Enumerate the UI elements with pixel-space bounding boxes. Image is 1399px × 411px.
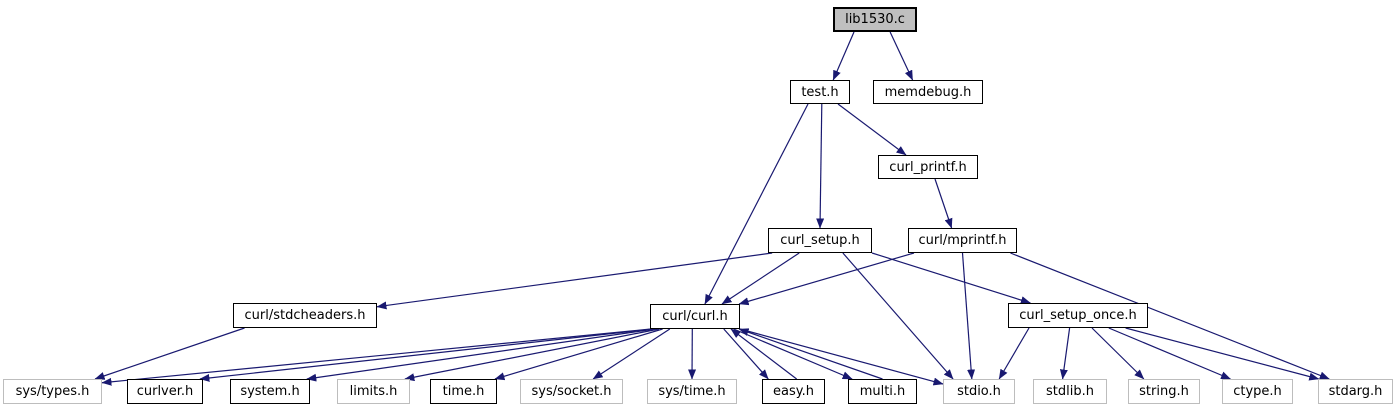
node-sys_time: sys/time.h [647, 379, 737, 404]
edge-easy-curlh [730, 328, 798, 380]
edge-mprintf-stdio [961, 252, 976, 380]
edge-test-curl_setup [816, 103, 825, 229]
edge-curl_setup-setup_once [871, 252, 1031, 304]
edge-setup_once-string [1091, 327, 1145, 380]
node-easy[interactable]: easy.h [762, 379, 825, 404]
node-test[interactable]: test.h [790, 80, 850, 104]
edge-stdcheaders-sys_types [94, 327, 245, 380]
node-system[interactable]: system.h [230, 379, 310, 404]
node-curlh[interactable]: curl/curl.h [650, 304, 740, 329]
edge-curlh-sys_socket [592, 328, 671, 380]
node-curlver[interactable]: curlver.h [127, 379, 203, 404]
edge-curlh-limits [404, 328, 660, 382]
edge-test-curlh [704, 103, 809, 305]
node-sys_socket: sys/socket.h [520, 379, 623, 404]
node-multi[interactable]: multi.h [848, 379, 917, 404]
node-string: string.h [1128, 379, 1200, 404]
edge-curlh-time [494, 328, 663, 381]
edge-curl_setup-curlh [721, 252, 800, 305]
edge-multi-curlh [738, 328, 883, 380]
edge-lib1530-memdebug [889, 31, 914, 81]
node-stdio: stdio.h [943, 379, 1015, 404]
edge-mprintf-stdarg [1010, 252, 1330, 380]
edge-curl_setup-stdio [842, 252, 954, 380]
node-time[interactable]: time.h [430, 379, 497, 404]
edge-curlh-curlver [199, 328, 653, 382]
edge-setup_once-ctype [1108, 327, 1231, 380]
node-mprintf[interactable]: curl/mprintf.h [908, 228, 1017, 253]
node-memdebug[interactable]: memdebug.h [873, 80, 983, 104]
edge-setup_once-stdio [998, 327, 1030, 380]
edge-mprintf-curlh [738, 252, 915, 306]
edge-lib1530-test [832, 31, 855, 81]
node-lib1530: lib1530.c [833, 7, 917, 32]
edge-test-curl_printf [837, 103, 907, 156]
edge-curlh-multi [733, 328, 853, 380]
node-stdarg: stdarg.h [1318, 379, 1393, 404]
edge-curl_printf-mprintf [934, 178, 953, 229]
edge-curl_setup-stdcheaders [376, 252, 773, 310]
node-limits: limits.h [337, 379, 410, 404]
node-curl_setup[interactable]: curl_setup.h [768, 228, 872, 253]
edge-curlh-system [306, 328, 656, 382]
node-curl_printf[interactable]: curl_printf.h [878, 155, 978, 179]
edge-curlh-stdio [739, 328, 944, 386]
node-sys_types: sys/types.h [3, 379, 102, 404]
edge-setup_once-stdlib [1059, 327, 1071, 380]
node-ctype: ctype.h [1222, 379, 1293, 404]
node-stdlib: stdlib.h [1033, 379, 1107, 404]
node-setup_once[interactable]: curl_setup_once.h [1008, 303, 1148, 328]
edge-curlh-sys_types [101, 328, 651, 386]
edge-setup_once-stdarg [1125, 327, 1320, 381]
node-stdcheaders[interactable]: curl/stdcheaders.h [233, 303, 377, 328]
